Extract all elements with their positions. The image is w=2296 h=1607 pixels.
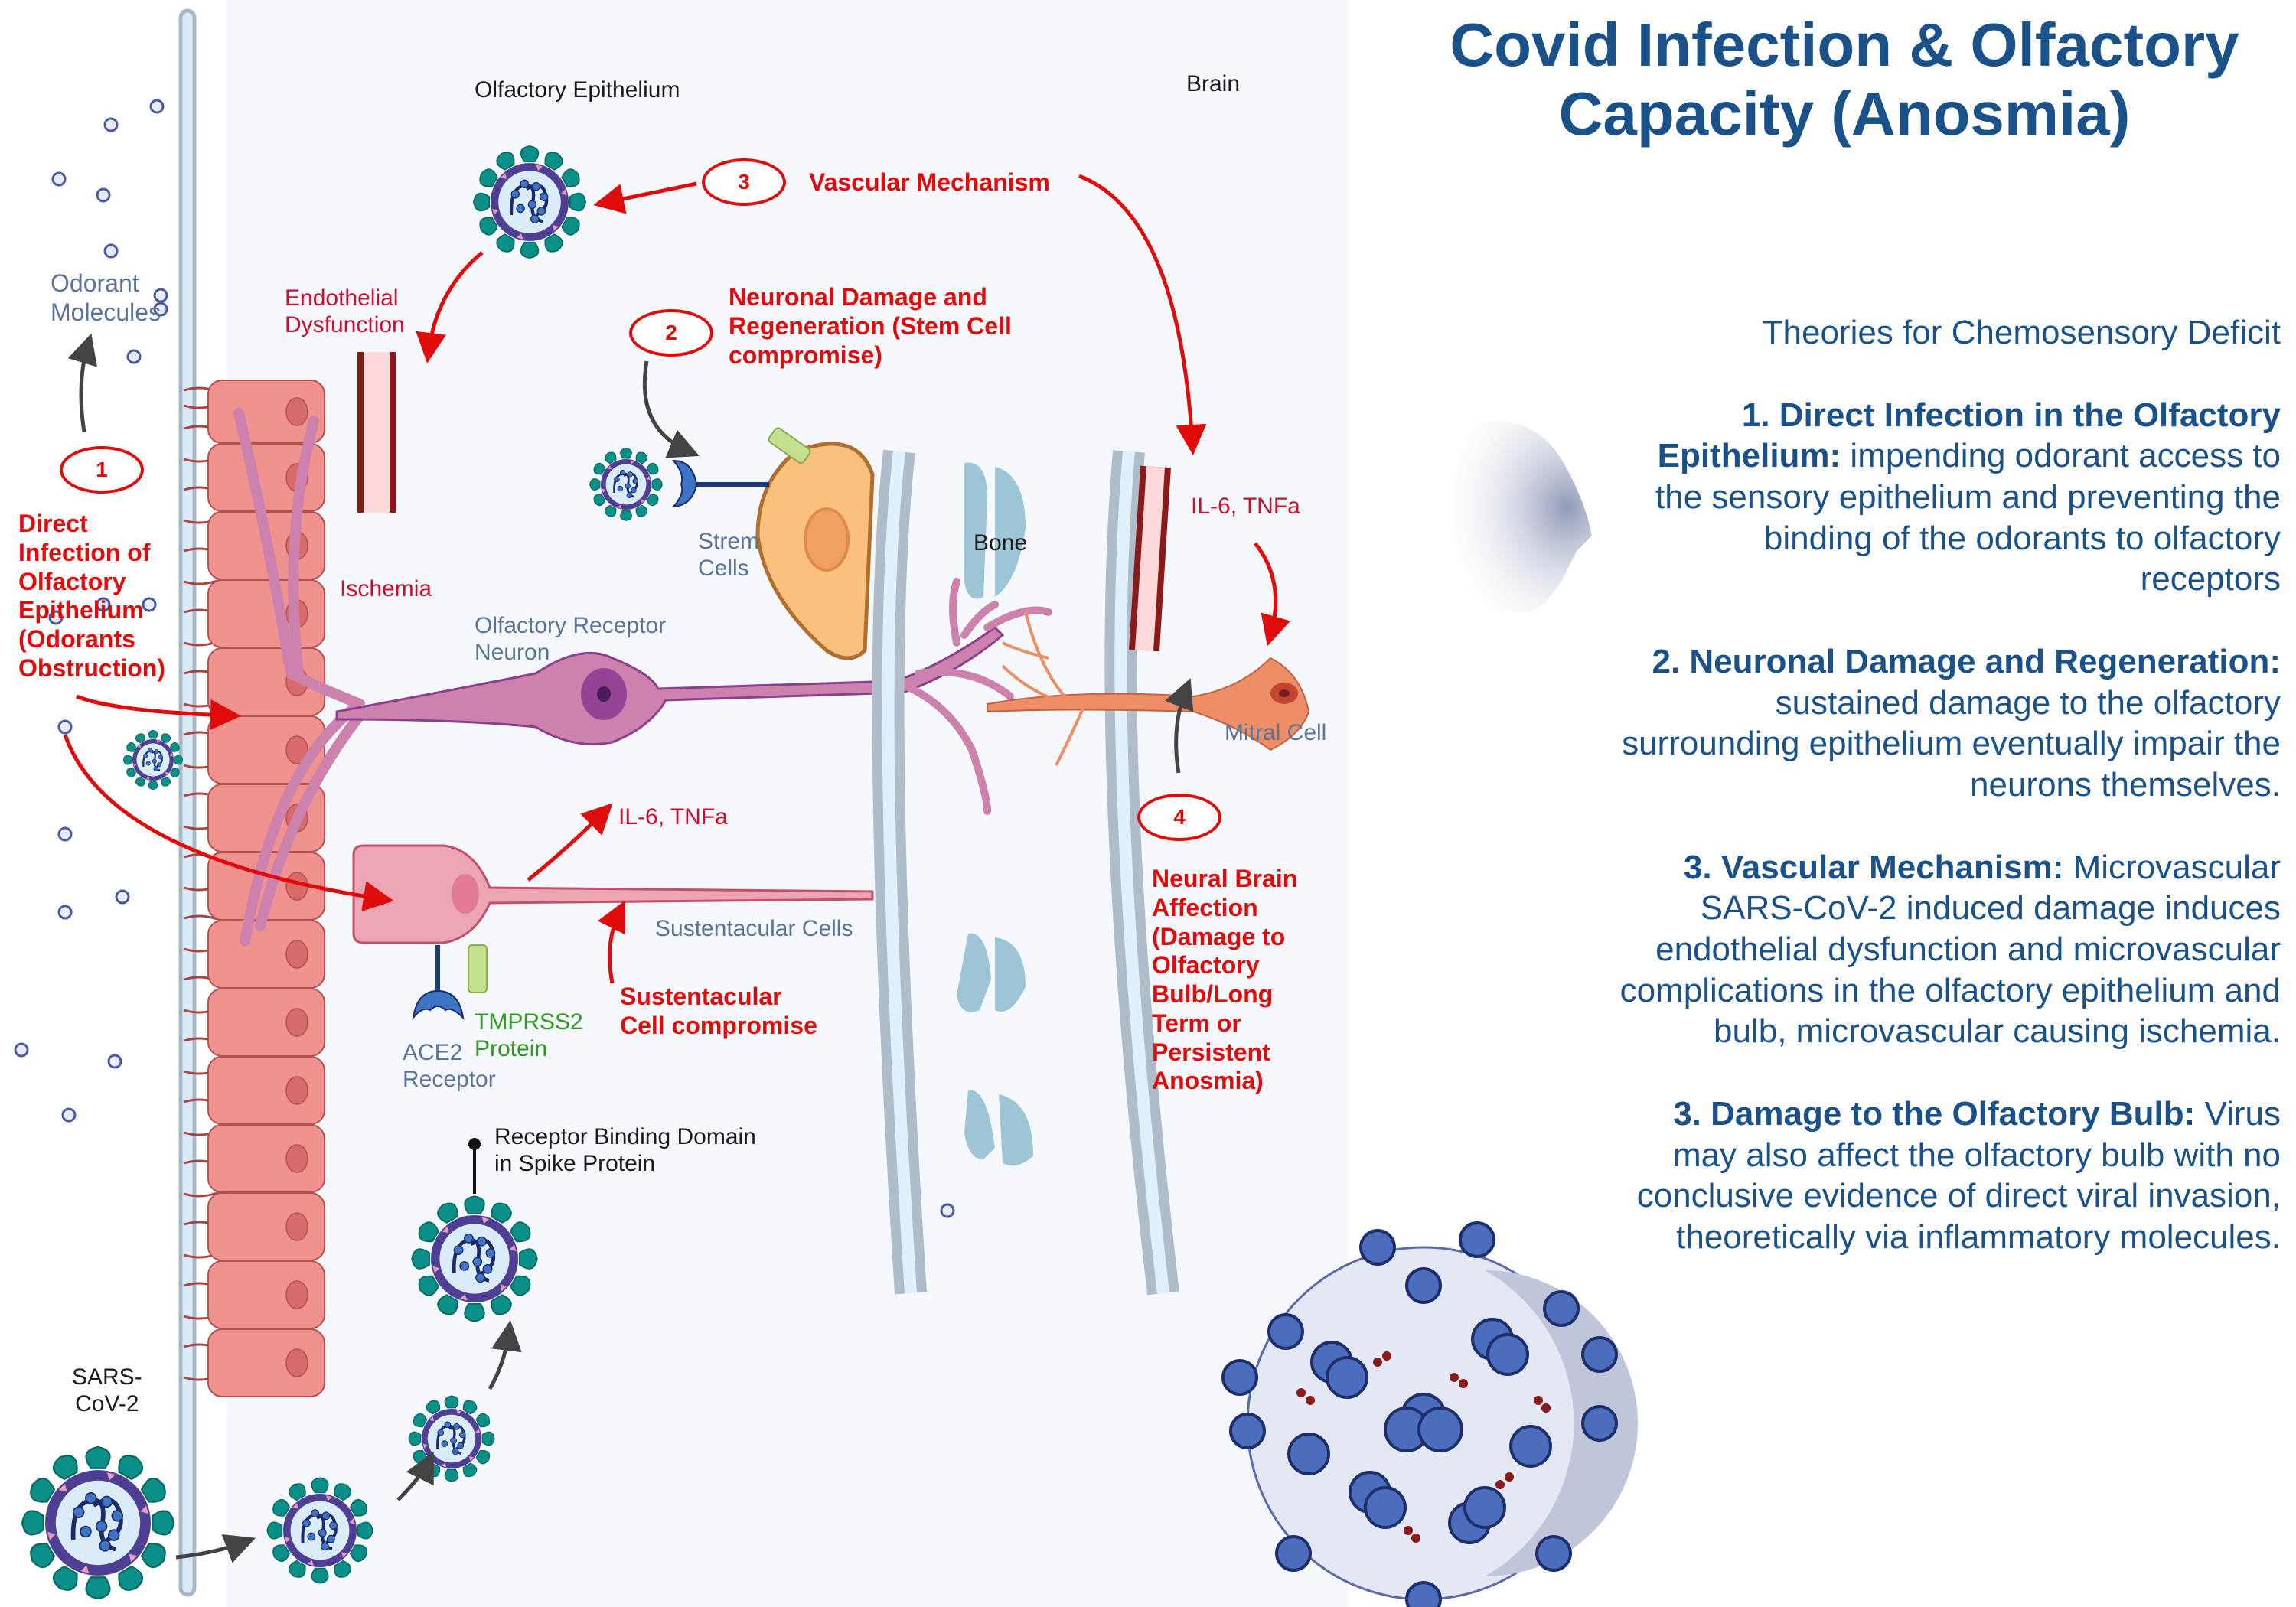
- nasal-cavity-membrane: [178, 8, 197, 1597]
- mitral-cell: [987, 657, 1310, 751]
- theory-title: 1. Direct Infection in the Olfactory Epi…: [1657, 396, 2281, 475]
- mechanism-label-2: Neuronal Damage and Regeneration (Stem C…: [729, 283, 1012, 369]
- mechanism-badge-4: 4: [1137, 794, 1221, 841]
- theory-item-3: 3. Vascular Mechanism: Microvascular SAR…: [1615, 847, 2281, 1052]
- theories-heading: Theories for Chemosensory Deficit: [1762, 314, 2281, 351]
- mechanism-badge-2: 2: [629, 309, 713, 357]
- label-sustentacular-compromise: Sustentacular Cell compromise: [620, 983, 817, 1039]
- virus-replicating: [407, 1394, 496, 1483]
- sustentacular-nucleus: [452, 874, 479, 914]
- mechanism-label-3: Vascular Mechanism: [809, 168, 1050, 196]
- sustentacular-cell: [352, 844, 874, 944]
- arrows: [63, 174, 1291, 1563]
- label-il6-tnfa-sustentacular: IL-6, TNFa: [618, 804, 728, 830]
- virus-vascular: [474, 146, 585, 258]
- blood-vessel-ischemia: [357, 352, 396, 513]
- mitral-dendrites: [1001, 611, 1088, 766]
- label-bone: Bone: [974, 530, 1028, 556]
- theory-item-2: 2. Neuronal Damage and Regeneration: sus…: [1615, 641, 2281, 806]
- theory-text: sustained damage to the olfactory surrou…: [1622, 683, 2281, 804]
- brain-blood-vessel: [1129, 465, 1171, 652]
- label-olfactory-receptor-neuron: Olfactory Receptor Neuron: [475, 613, 667, 666]
- virus-sars-cov-2: [22, 1447, 174, 1599]
- mechanism-label-4: Neural Brain Affection (Damage to Olfact…: [1152, 865, 1298, 1095]
- theory-item-4: 3. Damage to the Olfactory Bulb: Virus m…: [1615, 1094, 2281, 1258]
- page-title: Covid Infection & Olfactory Capacity (An…: [1450, 11, 2239, 148]
- label-odorant-molecules: Odorant Molecules: [51, 269, 161, 326]
- olfactory-receptor-neuron-dendrites: [233, 408, 365, 947]
- face-profile: [1427, 421, 1592, 612]
- mechanism-label-1: Direct Infection of Olfactory Epithelium…: [18, 510, 165, 682]
- theories-panel: Theories for Chemosensory Deficit 1. Dir…: [1615, 312, 2281, 1299]
- mechanism-badge-1: 1: [60, 446, 144, 494]
- label-sustentacular-cells: Sustentacular Cells: [655, 916, 853, 941]
- theory-text: Virus may also affect the olfactory bulb…: [1636, 1095, 2281, 1257]
- virus-receptor-binding: [412, 1196, 536, 1321]
- virus-epithelium: [122, 729, 184, 790]
- label-mitral-cell: Mitral Cell: [1225, 720, 1327, 745]
- theory-title: 3. Damage to the Olfactory Bulb:: [1673, 1095, 2196, 1133]
- ace2-receptor-icon: [412, 989, 465, 1021]
- tmprss2-protein-icon: [468, 944, 488, 993]
- region-label-brain: Brain: [1186, 71, 1241, 96]
- cribriform-membranes: [872, 449, 1179, 1296]
- label-il6-tnfa-brain: IL-6, TNFa: [1191, 494, 1300, 519]
- label-receptor-binding-domain: Receptor Binding Domain in Spike Protein: [494, 1124, 756, 1177]
- olfactory-receptor-neuron: [335, 626, 1005, 745]
- stem-cell-receptor-icon: [671, 459, 698, 508]
- label-tmprss2-protein: TMPRSS2 Protein: [475, 1009, 583, 1062]
- theory-title: 2. Neuronal Damage and Regeneration:: [1652, 643, 2281, 681]
- theory-text: impending odorant access to the sensory …: [1655, 437, 2281, 598]
- virus-stem-cell: [589, 447, 664, 522]
- neuron-axon-branches: [899, 578, 1052, 815]
- label-strem-cells: Strem Cells: [698, 529, 760, 582]
- virus-entering: [267, 1478, 373, 1583]
- theory-title: 3. Vascular Mechanism:: [1683, 848, 2064, 886]
- odorant-molecules: [14, 99, 955, 1218]
- bone-shapes: [957, 462, 1033, 1166]
- large-coronavirus-illustration: [1221, 1221, 1638, 1607]
- label-endothelial-dysfunction: Endothelial Dysfunction: [285, 285, 405, 338]
- mechanism-badge-3: 3: [702, 158, 786, 206]
- label-ischemia: Ischemia: [340, 576, 432, 601]
- theory-item-1: 1. Direct Infection in the Olfactory Epi…: [1615, 395, 2281, 600]
- region-label-epithelium: Olfactory Epithelium: [475, 77, 680, 103]
- receptor-binding-domain-marker: [468, 1138, 481, 1150]
- label-sars-cov-2: SARS- CoV-2: [72, 1364, 142, 1417]
- theory-text: Microvascular SARS-CoV-2 induced damage …: [1619, 848, 2281, 1051]
- label-ace2-receptor: ACE2 Receptor: [403, 1040, 496, 1093]
